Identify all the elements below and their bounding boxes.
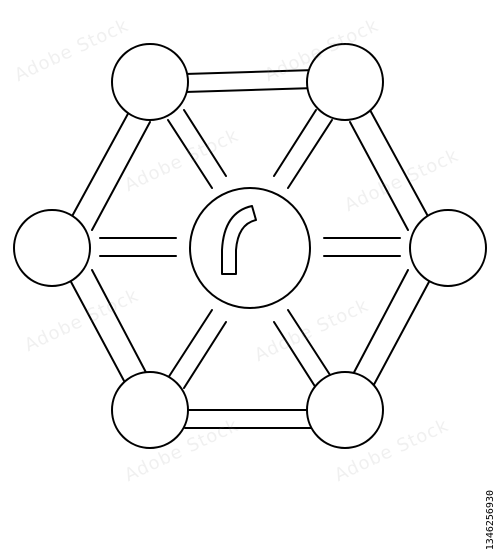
molecular-network-icon: .ln { fill: #fff; stroke: #000; stroke-w… [11, 15, 496, 550]
atom-left [13, 209, 91, 287]
atom-bottom-right [306, 371, 384, 449]
inner-bonds [99, 109, 401, 389]
outer-bonds [69, 69, 431, 429]
atom-top-right [306, 43, 384, 121]
center-highlight-icon [221, 205, 257, 275]
atom-center [189, 187, 311, 309]
atom-top-left [111, 43, 189, 121]
atoms [13, 43, 487, 449]
atom-bottom-left [111, 371, 189, 449]
atom-right [409, 209, 487, 287]
image-id-label: 1346256930 [485, 490, 496, 550]
hexagonal-molecule-illustration: .ln { fill: #fff; stroke: #000; stroke-w… [13, 43, 487, 449]
